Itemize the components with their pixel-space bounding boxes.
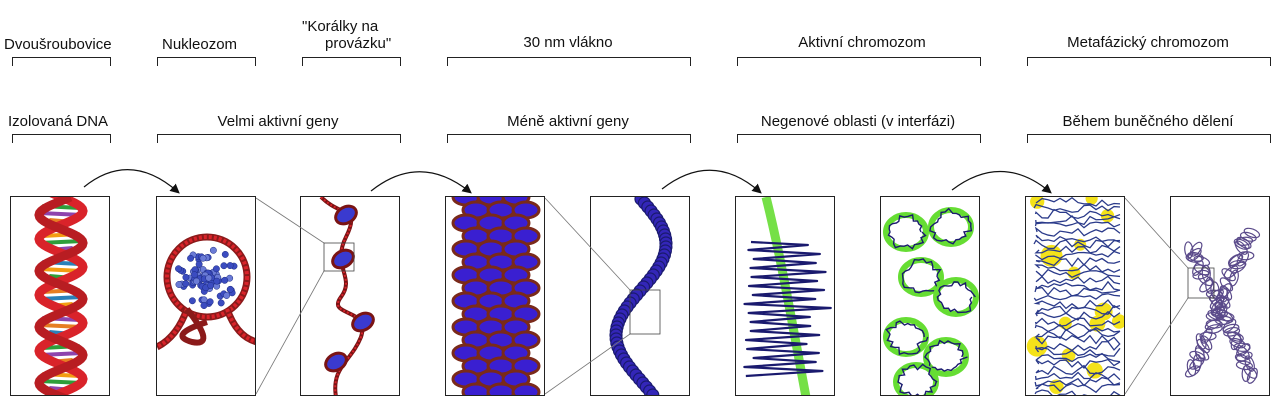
- active-loop-illustration: [743, 197, 832, 395]
- label-30nm-vlakno: 30 nm vlákno: [523, 34, 613, 51]
- beads-on-string-illustration: [319, 197, 375, 395]
- label-nukleozom: Nukleozom: [162, 36, 238, 53]
- interphase-chromatin-illustration: [883, 207, 979, 395]
- bracket-aktivni: [737, 57, 981, 66]
- fiber-closeup-illustration: [451, 197, 541, 395]
- panel-30nm-fiber-coil: [590, 196, 690, 396]
- bracket-velmi-aktivni: [157, 134, 401, 143]
- fiber-coil-illustration: [609, 197, 673, 395]
- bracket-behem: [1027, 134, 1271, 143]
- panel-active-chromosome-loop: [735, 196, 835, 396]
- panel-nucleosome: [156, 196, 256, 396]
- bracket-30nm: [447, 57, 691, 66]
- label-koralky-line2: provázku": [325, 35, 392, 52]
- panel-interphase-chromatin: [880, 196, 980, 396]
- label-metafazicky-chromozom: Metafázický chromozom: [1067, 34, 1229, 51]
- label-velmi-aktivni-geny: Velmi aktivní geny: [217, 113, 339, 130]
- bracket-izolovana: [12, 134, 111, 143]
- nucleosome-illustration: [157, 233, 255, 351]
- label-aktivni-chromozom: Aktivní chromozom: [798, 34, 926, 51]
- metaphase-closeup-illustration: [1026, 197, 1124, 395]
- arrow-3: [661, 169, 762, 194]
- bracket-dvousroubovice: [12, 57, 111, 66]
- label-behem-bunecneho-deleni: Během buněčného dělení: [1062, 113, 1234, 130]
- bracket-koralky: [302, 57, 401, 66]
- arrow-2: [370, 171, 472, 194]
- bracket-nukleozom: [157, 57, 256, 66]
- dna-helix-illustration: [34, 197, 88, 395]
- arrow-4: [951, 170, 1052, 194]
- bracket-metafazicky: [1027, 57, 1271, 66]
- label-mene-aktivni-geny: Méně aktivní geny: [507, 113, 629, 130]
- panel-dna-helix: [10, 196, 110, 396]
- label-izolovana-dna: Izolovaná DNA: [8, 113, 109, 130]
- bracket-negenove: [737, 134, 981, 143]
- label-dvousroubovice: Dvoušroubovice: [4, 36, 112, 53]
- panel-metaphase-closeup: [1025, 196, 1125, 396]
- label-negenove-oblasti: Negenové oblasti (v interfázi): [760, 113, 956, 130]
- bracket-mene-aktivni: [447, 134, 691, 143]
- panel-beads-on-string: [300, 196, 400, 396]
- arrow-1: [83, 169, 180, 194]
- label-koralky-line1: "Korálky na: [302, 18, 379, 35]
- metaphase-chromosome-illustration: [1184, 227, 1261, 384]
- panel-metaphase-chromosome: [1170, 196, 1270, 396]
- panel-30nm-fiber-closeup: [445, 196, 545, 396]
